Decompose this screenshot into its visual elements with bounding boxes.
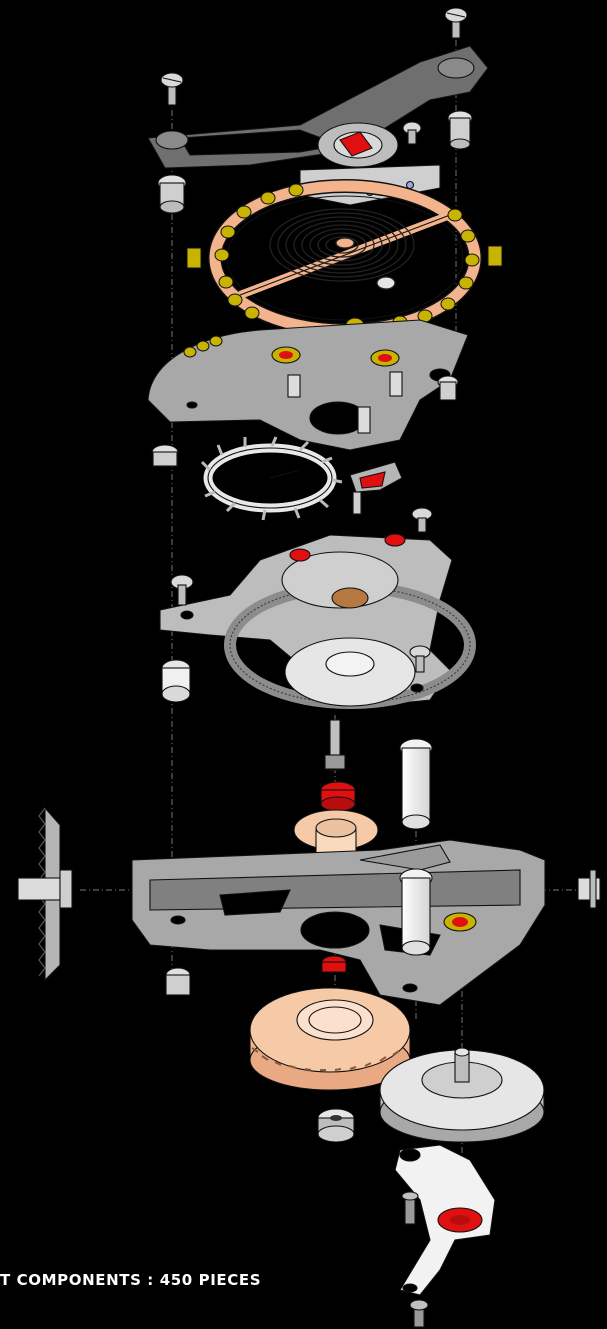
winding-stem-icon bbox=[577, 869, 601, 909]
balance-bridge-icon bbox=[147, 45, 489, 206]
rotor-bridge-icon bbox=[159, 533, 476, 709]
crown-wheel-icon bbox=[17, 806, 73, 982]
stud-icon bbox=[399, 738, 433, 830]
screw-icon bbox=[409, 1299, 429, 1328]
pallet-fork-icon bbox=[349, 461, 403, 515]
escape-wheel-icon bbox=[200, 436, 343, 521]
stud-icon bbox=[165, 967, 191, 996]
screw-icon bbox=[160, 72, 184, 106]
screw-icon bbox=[401, 1191, 419, 1225]
jewel-icon bbox=[320, 781, 356, 812]
screw-icon bbox=[444, 7, 468, 39]
stud-icon bbox=[317, 1108, 355, 1143]
stud-icon bbox=[157, 174, 187, 214]
pinion-icon bbox=[324, 719, 346, 771]
jewel-icon bbox=[321, 955, 347, 973]
lever-bridge-icon bbox=[394, 1144, 496, 1296]
mainplate-icon bbox=[131, 839, 546, 1006]
screw-icon bbox=[402, 121, 422, 145]
stud-icon bbox=[437, 375, 459, 401]
balance-screws bbox=[186, 183, 503, 333]
screw-icon bbox=[409, 645, 431, 673]
gear-train-bridge-icon bbox=[147, 319, 469, 451]
screw-icon bbox=[411, 507, 433, 533]
jewel-icon bbox=[183, 335, 223, 358]
stud-icon bbox=[161, 659, 191, 703]
hairspring-icon bbox=[269, 208, 415, 290]
stud-icon bbox=[151, 444, 179, 467]
stud-icon bbox=[399, 868, 433, 956]
components-caption: T COMPONENTS : 450 PIECES bbox=[0, 1271, 262, 1289]
stud-icon bbox=[447, 110, 473, 150]
clutch-wheel-icon bbox=[379, 1047, 545, 1143]
barrel-gear-icon bbox=[249, 987, 411, 1091]
screw-icon bbox=[170, 574, 194, 606]
